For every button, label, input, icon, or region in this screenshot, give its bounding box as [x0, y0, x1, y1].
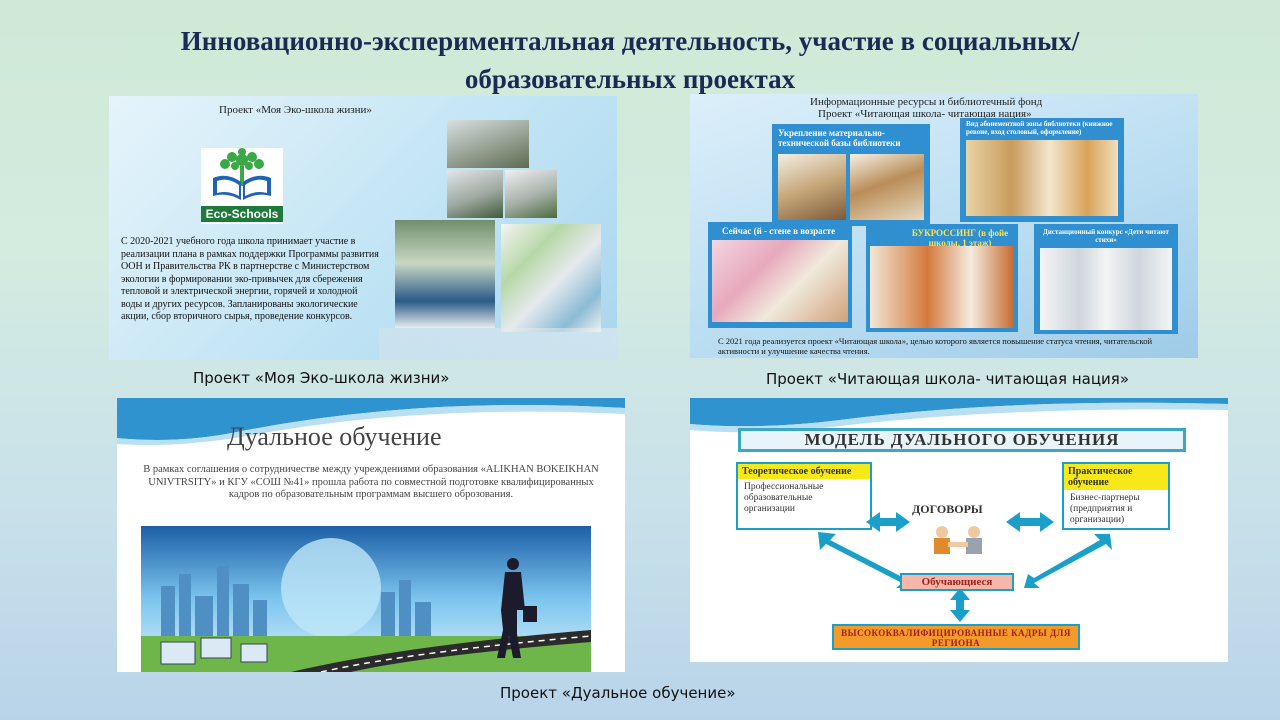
dual-illustration	[141, 526, 591, 672]
reading-caption: Проект «Читающая школа- читающая нация»	[766, 370, 1130, 388]
students-box: Обучающиеся	[900, 573, 1014, 591]
eco-photo-5	[501, 224, 601, 332]
theory-box: Теоретическое обучение Профессиональные …	[736, 462, 872, 530]
eco-photo-4	[395, 220, 495, 328]
result-box: ВЫСОКОКВАЛИФИЦИРОВАННЫЕ КАДРЫ ДЛЯ РЕГИОН…	[832, 624, 1080, 650]
library-box-3: Сейчас (й - стене в возрасте	[708, 222, 852, 328]
dual-body: В рамках соглашения о сотрудничестве меж…	[143, 464, 599, 500]
handshake-icon	[934, 526, 982, 554]
library-box-1: Укрепление материально-технической базы …	[772, 124, 930, 226]
eco-caption: Проект «Моя Эко-школа жизни»	[193, 369, 450, 387]
reading-panel: Информационные ресурсы и библиотечный фо…	[690, 94, 1198, 358]
library-box-1-title: Укрепление материально-технической базы …	[778, 128, 901, 148]
library-photo-3	[966, 140, 1118, 216]
model-wave-top	[690, 398, 1228, 433]
practice-title: Практическое обучение	[1064, 464, 1168, 490]
model-arrows	[818, 512, 1112, 622]
library-box-2-title: Вид абонементной зоны библиотеки (книжно…	[966, 120, 1113, 136]
theory-body: Профессиональные образовательные организ…	[744, 482, 824, 514]
eco-photo-2	[447, 170, 503, 218]
library-box-2: Вид абонементной зоны библиотеки (книжно…	[960, 118, 1124, 222]
slide-title: Инновационно-экспериментальная деятельно…	[180, 26, 1080, 94]
library-photo-5	[870, 246, 1014, 328]
library-box-4-title: БУКРОССИНГ (в фойе школы, 1 этаж)	[911, 228, 1009, 248]
eco-body: С 2020-2021 учебного года школа принимае…	[121, 236, 379, 322]
reading-heading-2: Проект «Читающая школа- читающая нация»	[818, 108, 1032, 120]
eco-heading: Проект «Моя Эко-школа жизни»	[219, 104, 372, 116]
eco-panel: Проект «Моя Эко-школа жизни» Eco-Schools…	[109, 96, 617, 360]
model-panel: МОДЕЛЬ ДУАЛЬНОГО ОБУЧЕНИЯ Теоретическое …	[690, 398, 1228, 662]
library-photo-6	[1040, 248, 1172, 330]
eco-photo-1	[447, 120, 529, 168]
library-photo-4	[712, 240, 848, 322]
practice-box: Практическое обучение Бизнес-партнеры (п…	[1062, 462, 1170, 530]
library-box-5: Дистанционный конкурс «Дети читают стихи…	[1034, 224, 1178, 334]
dual-heading: Дуальное обучение	[227, 422, 442, 451]
dual-wave-top	[117, 398, 625, 445]
dual-caption: Проект «Дуальное обучение»	[500, 684, 736, 702]
library-photo-1	[778, 154, 846, 220]
reading-body: С 2021 года реализуется проект «Читающая…	[718, 336, 1153, 356]
theory-title: Теоретическое обучение	[738, 464, 870, 479]
model-heading: МОДЕЛЬ ДУАЛЬНОГО ОБУЧЕНИЯ	[738, 428, 1186, 452]
dual-panel: Дуальное обучение В рамках соглашения о …	[117, 398, 625, 672]
eco-schools-logo: Eco-Schools	[201, 148, 283, 224]
library-box-3-title: Сейчас (й - стене в возрасте	[722, 226, 836, 236]
library-photo-2	[850, 154, 924, 220]
library-box-5-title: Дистанционный конкурс «Дети читают стихи…	[1043, 228, 1169, 244]
eco-photo-6	[379, 328, 617, 360]
library-box-4: БУКРОССИНГ (в фойе школы, 1 этаж)	[866, 224, 1018, 332]
eco-photo-3	[505, 170, 557, 218]
eco-logo-text: Eco-Schools	[201, 206, 283, 222]
reading-heading-1: Информационные ресурсы и библиотечный фо…	[810, 96, 1043, 108]
practice-body: Бизнес-партнеры (предприятия и организац…	[1070, 493, 1140, 525]
contracts-label: ДОГОВОРЫ	[912, 502, 983, 516]
